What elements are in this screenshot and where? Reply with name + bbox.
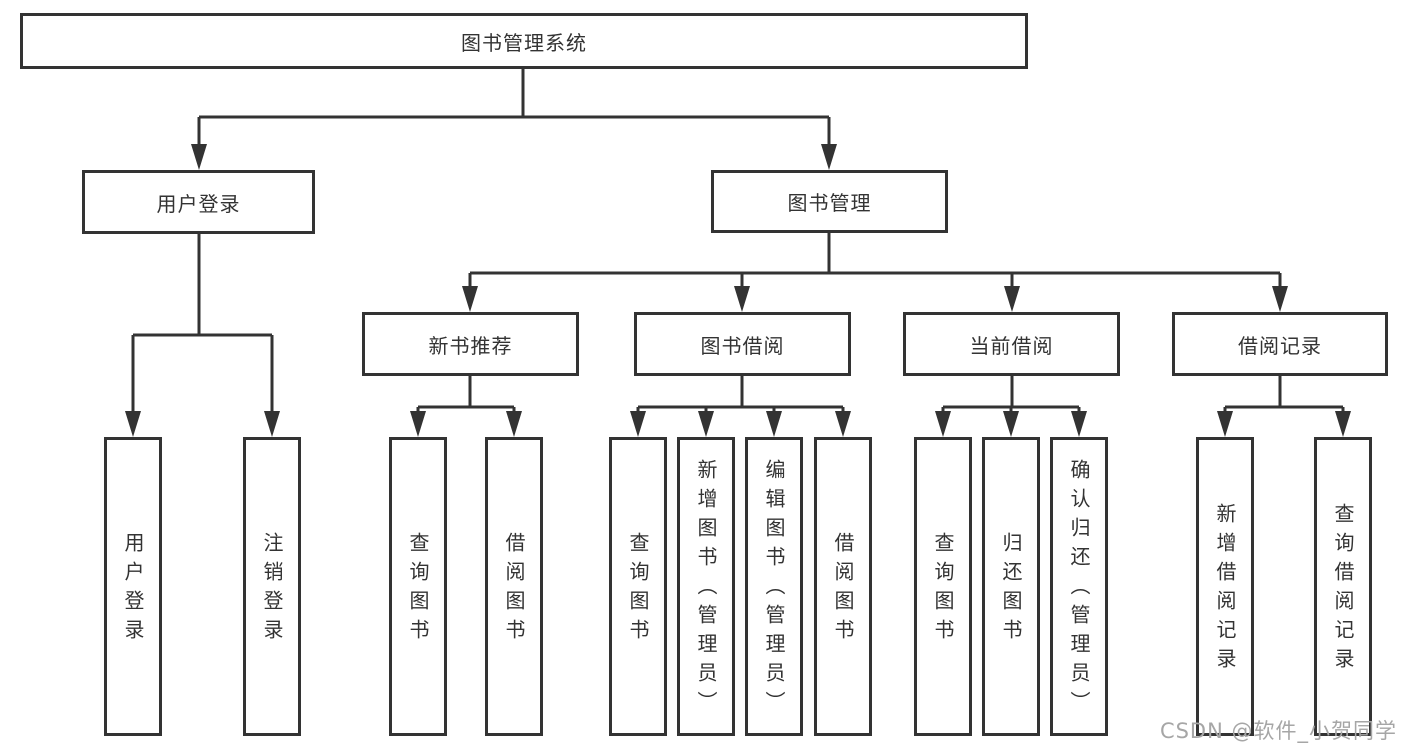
node-new-book-recommend: 新书推荐 bbox=[362, 312, 579, 376]
leaf-query-borrow-record: 查询借阅记录 bbox=[1314, 437, 1372, 736]
watermark: CSDN @软件_小贺同学 bbox=[1159, 719, 1397, 743]
leaf-add-borrow-record: 新增借阅记录 bbox=[1196, 437, 1254, 736]
leaf-return-books: 归还图书 bbox=[982, 437, 1040, 736]
node-book-management: 图书管理 bbox=[711, 170, 948, 233]
leaf-confirm-return-admin: 确认归还（管理员） bbox=[1050, 437, 1108, 736]
leaf-logout: 注销登录 bbox=[243, 437, 301, 736]
node-current-borrow: 当前借阅 bbox=[903, 312, 1120, 376]
leaf-user-login: 用户登录 bbox=[104, 437, 162, 736]
leaf-edit-book-admin: 编辑图书（管理员） bbox=[745, 437, 803, 736]
node-book-borrow: 图书借阅 bbox=[634, 312, 851, 376]
leaf-add-book-admin: 新增图书（管理员） bbox=[677, 437, 735, 736]
leaf-borrow-books: 借阅图书 bbox=[814, 437, 872, 736]
leaf-query-books-recommend: 查询图书 bbox=[389, 437, 447, 736]
node-root: 图书管理系统 bbox=[20, 13, 1028, 69]
leaf-borrow-books-recommend: 借阅图书 bbox=[485, 437, 543, 736]
leaf-query-books-borrow: 查询图书 bbox=[609, 437, 667, 736]
node-borrow-records: 借阅记录 bbox=[1172, 312, 1388, 376]
node-user-login: 用户登录 bbox=[82, 170, 315, 234]
leaf-query-books-current: 查询图书 bbox=[914, 437, 972, 736]
